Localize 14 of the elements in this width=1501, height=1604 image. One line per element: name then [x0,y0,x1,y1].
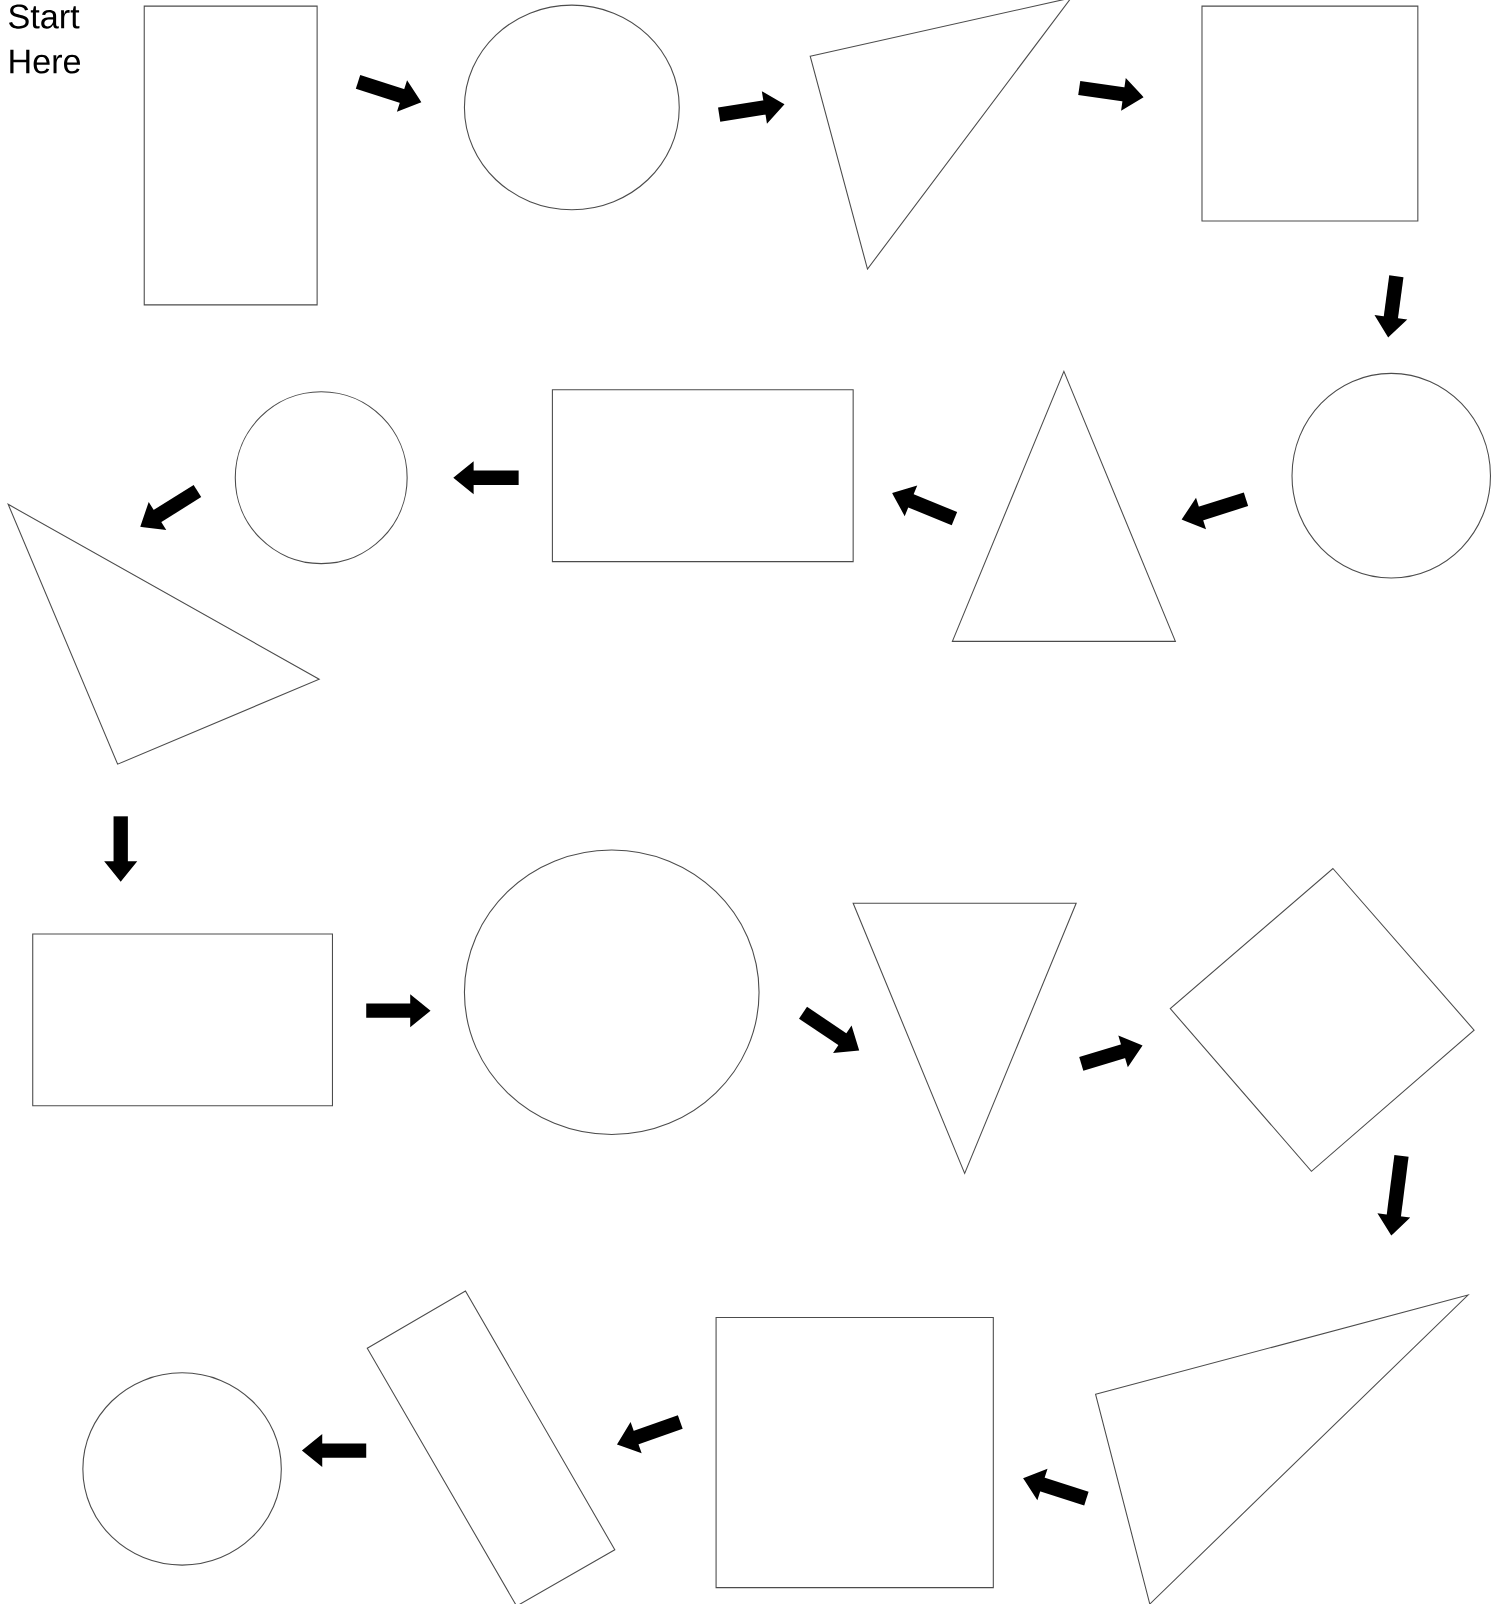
circle-shape [82,1372,282,1566]
circle-shape [234,391,408,565]
circle-shape [464,4,680,211]
circle-shape [464,849,760,1135]
triangle-shape [1095,1294,1470,1604]
rectangle-shape [552,389,854,563]
triangle-shape [7,503,321,765]
rectangle-shape [1201,5,1419,222]
rectangle-shape [143,5,318,306]
circle-shape [1291,372,1492,579]
start-label: Start Here [9,4,81,74]
rectangle-shape [32,933,334,1107]
diamond-shape [1169,867,1476,1173]
rectangle-shape [715,1317,994,1589]
